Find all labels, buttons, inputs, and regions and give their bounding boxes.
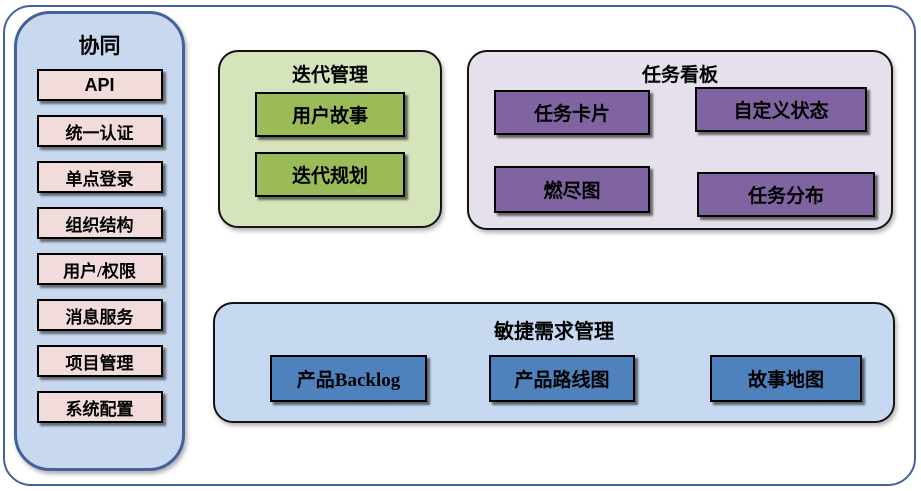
iteration-management-title: 迭代管理 — [291, 65, 368, 86]
item-story-map: 故事地图 — [710, 355, 862, 402]
sidebar-item-single-sign-on: 单点登录 — [36, 161, 163, 193]
sidebar-item-unified-auth: 统一认证 — [36, 115, 163, 147]
iteration-management-group: 迭代管理 用户故事 迭代规划 — [218, 50, 442, 228]
sidebar-item-message-service: 消息服务 — [36, 299, 163, 331]
item-iteration-planning: 迭代规划 — [255, 152, 405, 197]
sidebar-item-api: API — [36, 69, 163, 101]
item-custom-status: 自定义状态 — [695, 87, 867, 132]
sidebar-item-system-config: 系统配置 — [36, 391, 163, 423]
collaboration-panel: 协同 API 统一认证 单点登录 组织结构 用户/权限 消息服务 项目管理 系统… — [14, 11, 185, 471]
task-board-group: 任务看板 任务卡片 自定义状态 燃尽图 任务分布 — [467, 50, 893, 230]
item-task-card: 任务卡片 — [494, 90, 650, 135]
sidebar-item-user-permissions: 用户/权限 — [36, 253, 163, 285]
collaboration-item-list: API 统一认证 单点登录 组织结构 用户/权限 消息服务 项目管理 系统配置 — [17, 69, 182, 423]
item-task-distribution: 任务分布 — [697, 172, 875, 217]
outer-frame — [3, 5, 916, 486]
agile-requirements-title: 敏捷需求管理 — [494, 321, 614, 343]
task-board-title: 任务看板 — [641, 65, 718, 86]
item-product-backlog: 产品Backlog — [270, 355, 427, 402]
agile-requirements-group: 敏捷需求管理 产品Backlog 产品路线图 故事地图 — [213, 302, 895, 423]
item-burndown-chart: 燃尽图 — [494, 166, 650, 213]
item-user-story: 用户故事 — [255, 92, 405, 137]
item-product-roadmap: 产品路线图 — [489, 355, 635, 402]
sidebar-item-org-structure: 组织结构 — [36, 207, 163, 239]
collaboration-panel-title: 协同 — [78, 35, 121, 58]
sidebar-item-project-management: 项目管理 — [36, 345, 163, 377]
